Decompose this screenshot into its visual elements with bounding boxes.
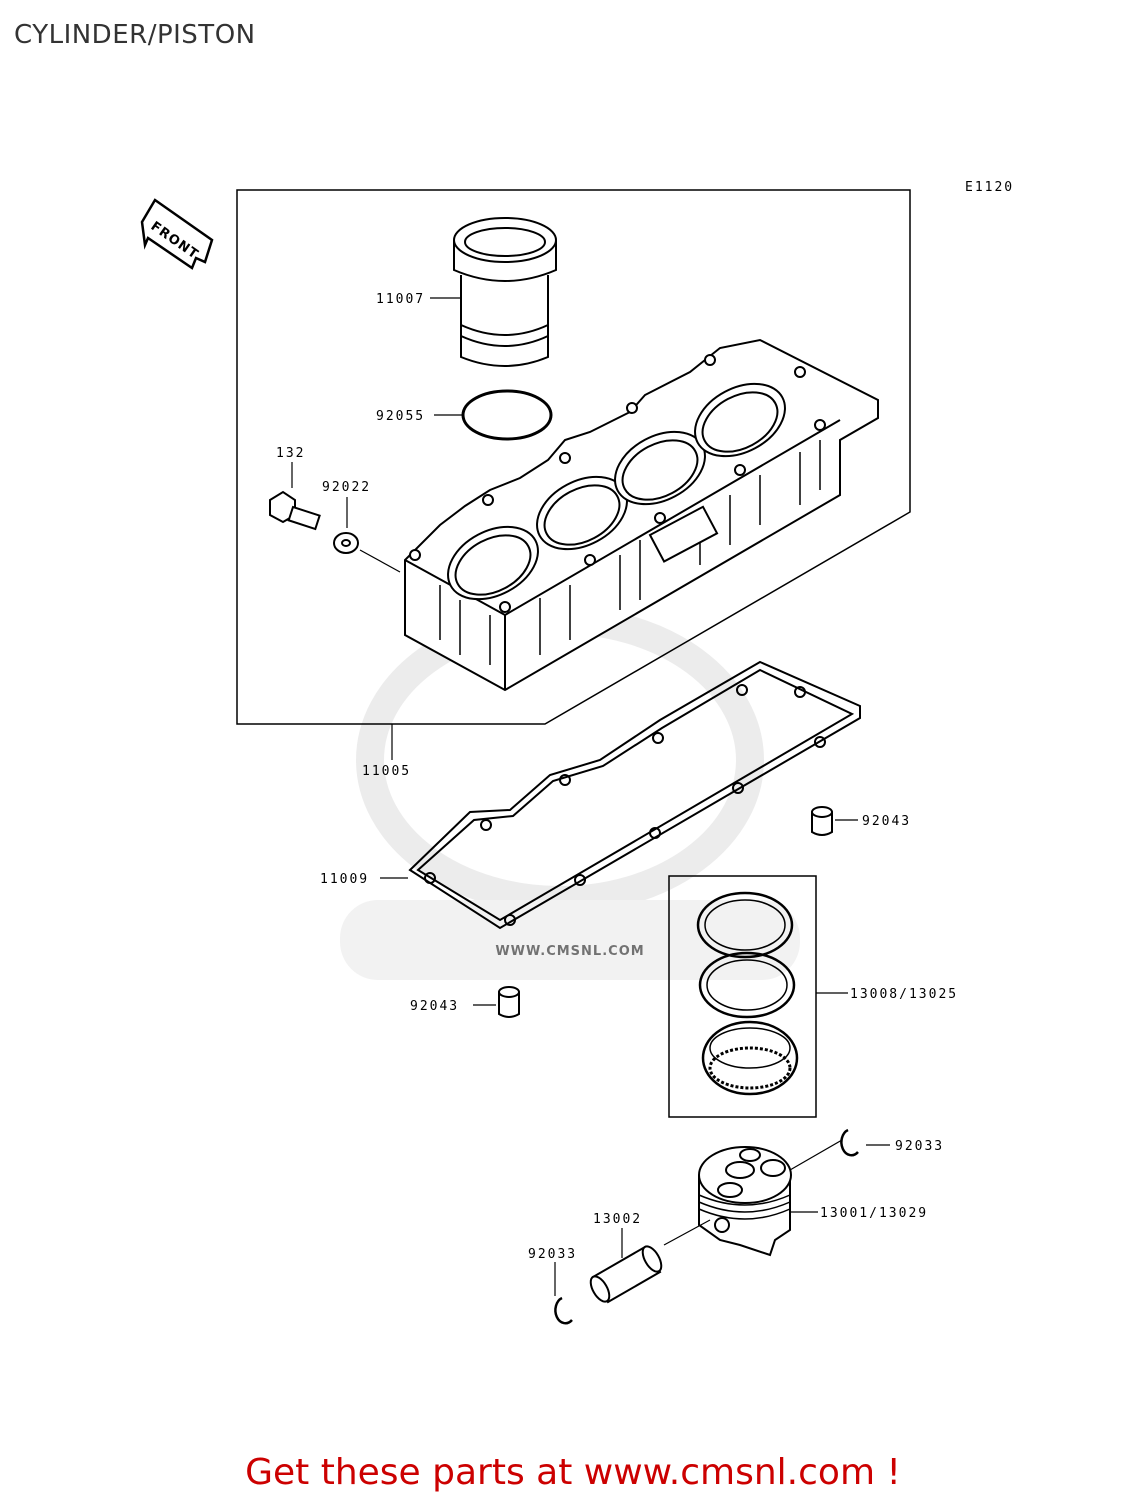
piston-rings	[696, 891, 799, 1096]
piston-pin	[589, 1245, 663, 1304]
dowel-pin-right	[811, 806, 833, 836]
diagram-code: E1120	[965, 180, 1014, 195]
label-piston: 13001/13029	[820, 1206, 928, 1221]
watermark: WWW.CMSNL.COM	[340, 606, 800, 980]
footer-link[interactable]: Get these parts at www.cmsnl.com !	[245, 1452, 901, 1493]
label-o-ring: 92055	[376, 409, 425, 424]
label-circlip-right: 92033	[895, 1139, 944, 1154]
label-bolt: 132	[276, 446, 305, 461]
cylinder-group-box	[236, 189, 911, 725]
gasket	[408, 660, 861, 930]
label-washer: 92022	[322, 480, 371, 495]
circlip-left	[554, 1296, 573, 1325]
label-gasket: 11009	[320, 872, 369, 887]
circlip-right	[840, 1128, 859, 1157]
label-piston-pin: 13002	[593, 1212, 642, 1227]
piston	[698, 1146, 792, 1257]
washer	[333, 532, 359, 554]
cylinder-liner	[453, 217, 557, 367]
front-arrow-icon: FRONT	[140, 198, 214, 270]
label-piston-rings: 13008/13025	[850, 987, 958, 1002]
label-cylinder-block: 11005	[362, 764, 411, 779]
label-dowel-pin-right: 92043	[862, 814, 911, 829]
label-dowel-pin-left: 92043	[410, 999, 459, 1014]
label-cylinder-liner: 11007	[376, 292, 425, 307]
piston-rings-box	[668, 875, 817, 1118]
label-circlip-left: 92033	[528, 1247, 577, 1262]
cylinder-block	[404, 338, 879, 692]
bolt	[269, 490, 321, 531]
watermark-text: WWW.CMSNL.COM	[495, 944, 644, 959]
o-ring	[461, 389, 553, 441]
dowel-pin-left	[498, 986, 520, 1018]
page-title: CYLINDER/PISTON	[14, 20, 256, 50]
